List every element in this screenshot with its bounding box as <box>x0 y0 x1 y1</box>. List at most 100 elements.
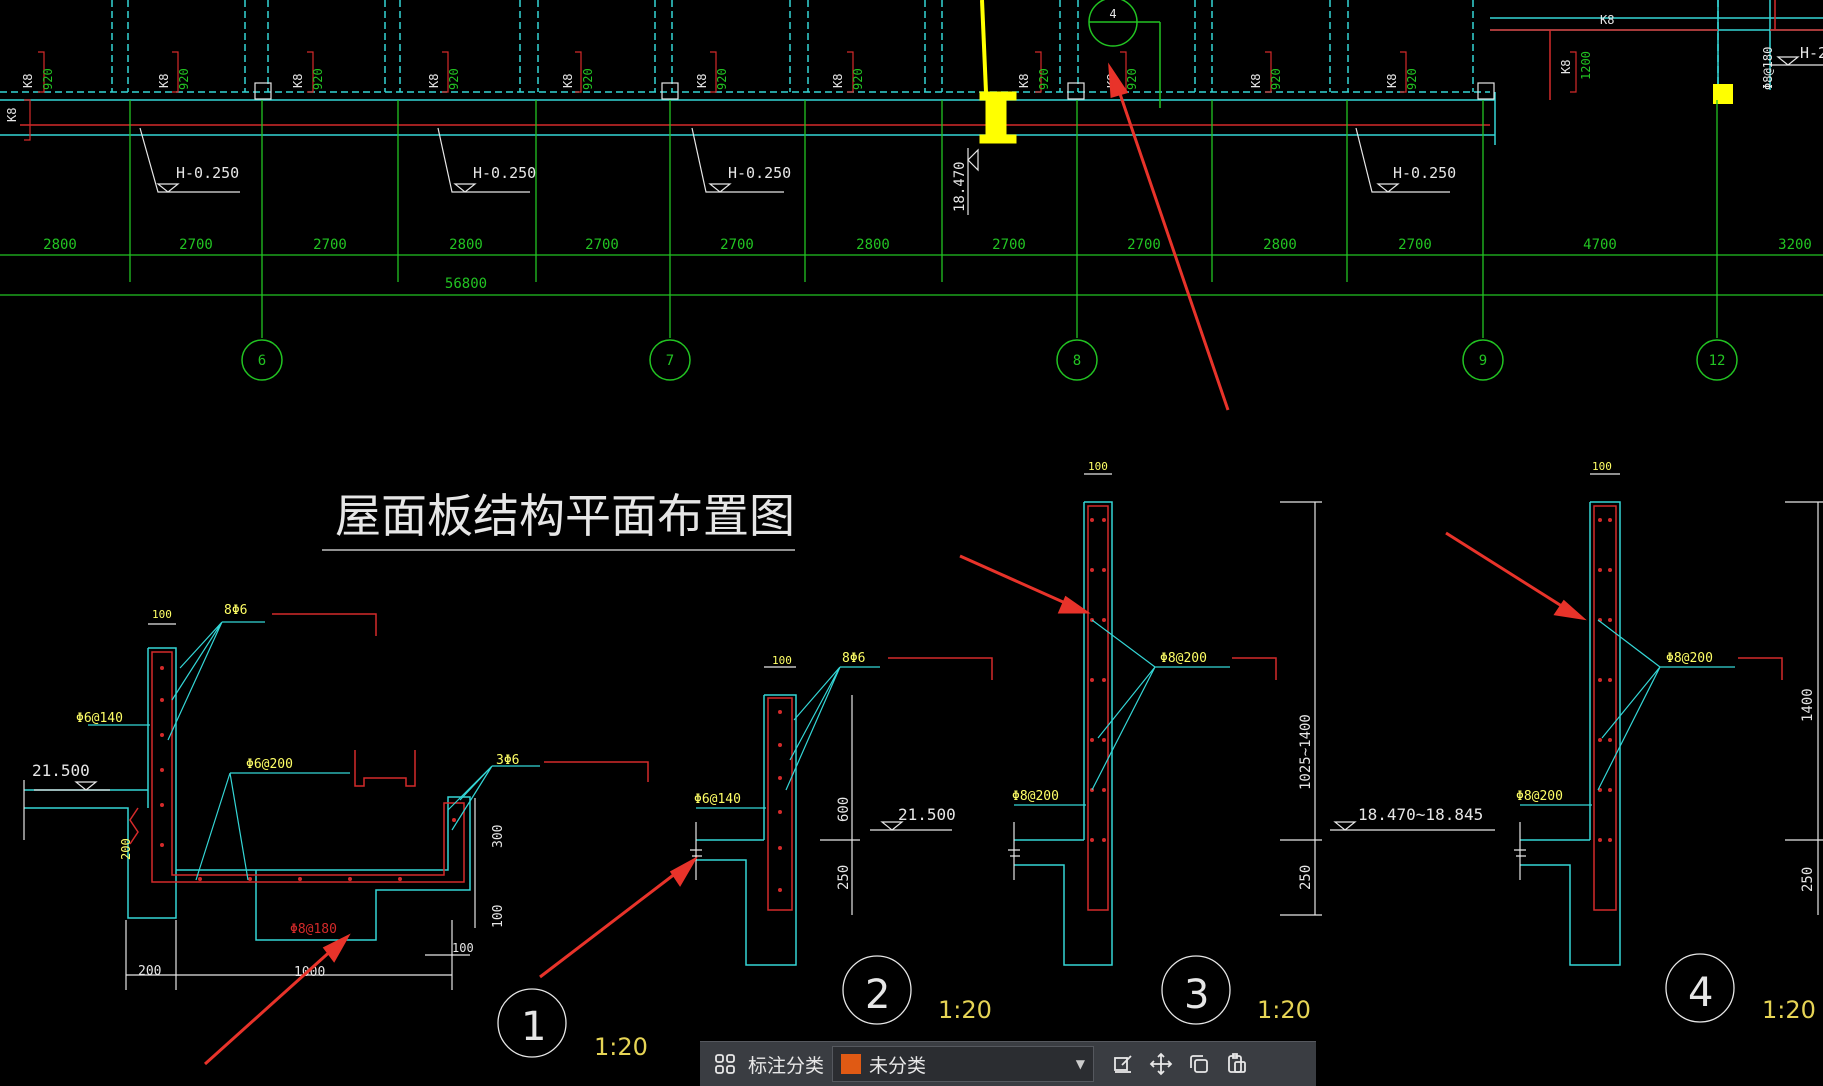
elevation-label: H-0.250 <box>473 164 536 182</box>
grid-axis-8: 8 <box>1073 353 1081 369</box>
beam-dim: 1200 <box>1579 51 1593 80</box>
beam-dim: 920 <box>1125 68 1139 90</box>
category-dropdown[interactable]: 未分类 ▼ <box>832 1046 1095 1082</box>
dim-label: 200 <box>138 964 161 979</box>
dim-label: 300 <box>491 825 506 848</box>
dim-label: 100 <box>1088 460 1108 473</box>
span-dim: 2700 <box>1398 237 1432 253</box>
annotation-arrow[interactable] <box>1108 62 1230 411</box>
elevation-label: H-0.250 <box>1393 164 1456 182</box>
grid-apps-icon[interactable] <box>706 1045 744 1083</box>
annotation-arrow[interactable] <box>959 554 1091 614</box>
category-color-swatch <box>841 1054 862 1074</box>
dim-label: 100 <box>772 654 792 667</box>
detail-scale: 1:20 <box>594 1033 648 1061</box>
rebar-label: Φ6@200 <box>246 757 293 772</box>
detail-2: 100 8Φ6 Φ6@140 600 21.500 250 2 1:20 <box>690 651 993 1025</box>
beam-dim: 920 <box>1037 68 1051 90</box>
beam-label: K8 <box>5 108 19 122</box>
span-dim: 2800 <box>449 237 483 253</box>
rebar-label: Φ6@140 <box>76 711 123 726</box>
chevron-down-icon: ▼ <box>1075 1057 1086 1071</box>
beam-label: K8 <box>1249 74 1263 88</box>
beam-label: K8 <box>561 74 575 88</box>
beam-label: K8 <box>695 74 709 88</box>
span-dim: 2700 <box>179 237 213 253</box>
detail-number-circle <box>1665 953 1735 1023</box>
dim-label: 600 <box>836 797 852 822</box>
total-dim: 56800 <box>445 276 487 292</box>
dim-label: 1025~1400 <box>1298 714 1314 790</box>
beam-label: K8 <box>1559 60 1573 74</box>
rebar-label: Φ6@140 <box>694 792 741 807</box>
rebar-label: 8Φ6 <box>842 651 865 666</box>
dim-label: 100 <box>152 608 172 621</box>
rebar-label: Φ8@200 <box>1160 651 1207 666</box>
plan-view: 4 6 7 8 <box>0 0 1823 381</box>
rebar-label: Φ8@200 <box>1516 789 1563 804</box>
dim-label: 100 <box>1592 460 1612 473</box>
grid-axis-9: 9 <box>1479 353 1487 369</box>
beam-dim: 920 <box>1405 68 1419 90</box>
detail-number-circle <box>497 988 567 1058</box>
annotation-arrow[interactable] <box>203 933 351 1066</box>
detail-scale: 1:20 <box>1762 996 1816 1024</box>
edit-icon[interactable] <box>1104 1045 1142 1083</box>
annotation-toolbar: 标注分类 未分类 ▼ <box>700 1041 1316 1086</box>
span-dim: 2700 <box>992 237 1026 253</box>
column-elevation: 18.470 <box>952 161 968 212</box>
beam-label: K8 <box>21 74 35 88</box>
beam-label: K8 <box>1600 13 1614 27</box>
beam-label: K8 <box>427 74 441 88</box>
detail-number-circle <box>842 955 912 1025</box>
section-tag: 4 <box>1109 7 1116 21</box>
move-icon[interactable] <box>1142 1045 1180 1083</box>
detail-scale: 1:20 <box>1257 996 1311 1024</box>
beam-dim: 920 <box>1269 68 1283 90</box>
dim-label: 1400 <box>1800 688 1816 722</box>
rebar-label: Φ8@200 <box>1666 651 1713 666</box>
detail-number: 4 <box>1688 970 1713 1016</box>
dim-label: 100 <box>491 905 506 928</box>
span-dim: 2700 <box>720 237 754 253</box>
detail-1: 100 8Φ6 Φ6@140 21.500 Φ6@200 3Φ6 300 100… <box>23 603 649 1061</box>
detail-number: 2 <box>865 972 890 1018</box>
detail-3: 100 Φ8@200 Φ8@200 1025~1400 18.470~18.84… <box>1008 460 1495 1025</box>
span-dim: 2800 <box>1263 237 1297 253</box>
beam-dim: 920 <box>581 68 595 90</box>
elevation-label: 21.500 <box>32 761 90 780</box>
span-dim: 2700 <box>313 237 347 253</box>
category-value: 未分类 <box>869 1054 927 1077</box>
beam-dim: 920 <box>177 68 191 90</box>
beam-label: K8 <box>157 74 171 88</box>
rebar-label: 3Φ6 <box>496 753 519 768</box>
beam-dim: 920 <box>851 68 865 90</box>
grid-axis-7: 7 <box>666 353 674 369</box>
beam-dim: 920 <box>715 68 729 90</box>
elevation-label: H-0.250 <box>176 164 239 182</box>
detail-number: 3 <box>1184 972 1209 1018</box>
dim-label: 100 <box>452 941 474 955</box>
beam-label: K8 <box>831 74 845 88</box>
detail-number-circle <box>1161 955 1231 1025</box>
rebar-label: 8Φ6 <box>224 603 247 618</box>
beam-label: K8 <box>1385 74 1399 88</box>
dim-label: 200 <box>119 838 133 860</box>
annotation-arrow[interactable] <box>1445 531 1587 621</box>
rebar-label: Φ8@180 <box>1761 47 1775 90</box>
beam-dim: 920 <box>311 68 325 90</box>
beam-dim: 920 <box>41 68 55 90</box>
beam-dim: 920 <box>447 68 461 90</box>
paste-icon[interactable] <box>1218 1045 1256 1083</box>
copy-icon[interactable] <box>1180 1045 1218 1083</box>
detail-4: 100 Φ8@200 Φ8@200 1400 250 4 1:20 <box>1514 460 1823 1024</box>
annotation-arrow[interactable] <box>539 856 699 979</box>
detail-scale: 1:20 <box>938 996 992 1024</box>
elevation-label: H-0.250 <box>728 164 791 182</box>
span-dim: 2700 <box>585 237 619 253</box>
grid-axis-12: 12 <box>1709 353 1726 369</box>
rebar-label: Φ8@180 <box>290 922 337 937</box>
beam-label: K8 <box>1017 74 1031 88</box>
span-dim: 2800 <box>43 237 77 253</box>
